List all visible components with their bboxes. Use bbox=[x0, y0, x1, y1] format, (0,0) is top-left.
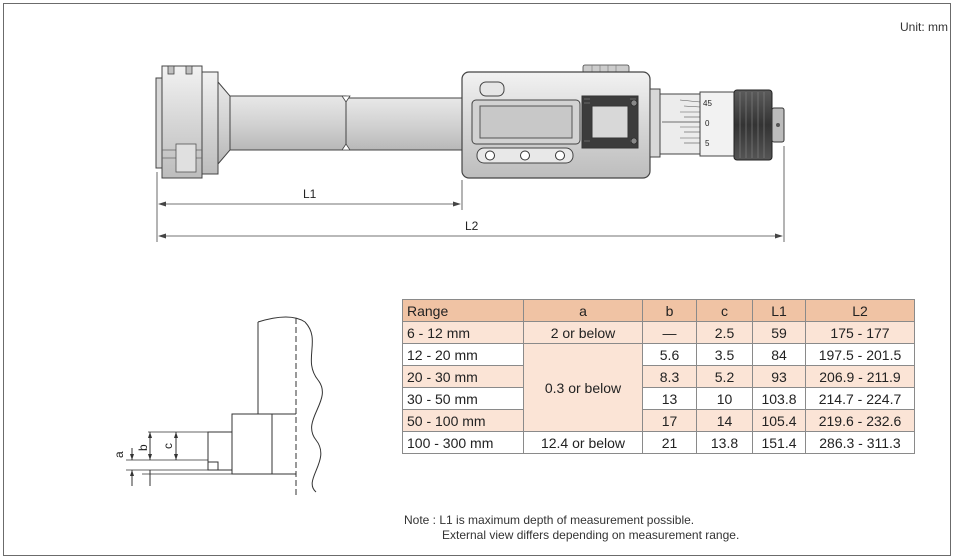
cell-l1: 93 bbox=[752, 365, 806, 388]
cell-b: — bbox=[642, 321, 697, 344]
cell-a: 0.3 or below bbox=[523, 343, 643, 432]
cell-c: 13.8 bbox=[696, 431, 753, 454]
spec-table: Range a b c L1 L2 6 - 12 mm 2 or below —… bbox=[402, 299, 915, 454]
note-line: External view differs depending on measu… bbox=[442, 528, 740, 542]
cell-c: 5.2 bbox=[696, 365, 753, 388]
dimension-l1: L1 bbox=[156, 172, 463, 242]
detail-label-a: a bbox=[112, 451, 126, 458]
column-header-l2: L2 bbox=[805, 299, 915, 322]
cell-b: 21 bbox=[642, 431, 697, 454]
cell-range: 100 - 300 mm bbox=[402, 431, 524, 454]
cell-range: 20 - 30 mm bbox=[402, 365, 524, 388]
column-header-a: a bbox=[523, 299, 643, 322]
dimension-label-l2: L2 bbox=[465, 219, 479, 233]
detail-label-c: c bbox=[161, 443, 175, 449]
table-row: 30 - 50 mm 13 10 103.8 214.7 - 224.7 bbox=[402, 387, 915, 410]
cell-b: 17 bbox=[642, 409, 697, 432]
cell-l1: 151.4 bbox=[752, 431, 806, 454]
cell-range: 30 - 50 mm bbox=[402, 387, 524, 410]
table-header-row: Range a b c L1 L2 bbox=[402, 299, 915, 322]
digital-display-unit bbox=[461, 64, 651, 179]
extension-rod bbox=[229, 95, 463, 151]
cell-range: 6 - 12 mm bbox=[402, 321, 524, 344]
table-row: 6 - 12 mm 2 or below — 2.5 59 175 - 177 bbox=[402, 321, 915, 344]
note-line: Note : L1 is maximum depth of measuremen… bbox=[404, 513, 695, 527]
cell-l2: 175 - 177 bbox=[805, 321, 915, 344]
cell-l2: 214.7 - 224.7 bbox=[805, 387, 915, 410]
dimension-label-l1: L1 bbox=[303, 187, 317, 201]
cell-c: 14 bbox=[696, 409, 753, 432]
cell-range: 50 - 100 mm bbox=[402, 409, 524, 432]
cell-range: 12 - 20 mm bbox=[402, 343, 524, 366]
cell-l1: 59 bbox=[752, 321, 806, 344]
thimble: 45 0 5 bbox=[649, 88, 735, 158]
unit-label: Unit: mm bbox=[900, 20, 948, 34]
cell-l2: 197.5 - 201.5 bbox=[805, 343, 915, 366]
table-row: 50 - 100 mm 17 14 105.4 219.6 - 232.6 bbox=[402, 409, 915, 432]
cell-b: 8.3 bbox=[642, 365, 697, 388]
cell-l1: 103.8 bbox=[752, 387, 806, 410]
measuring-head bbox=[155, 65, 231, 179]
ratchet-stop bbox=[733, 89, 785, 161]
thimble-scale-label: 5 bbox=[705, 139, 710, 148]
table-row: 12 - 20 mm 0.3 or below 5.6 3.5 84 197.5… bbox=[402, 343, 915, 432]
cell-l2: 219.6 - 232.6 bbox=[805, 409, 915, 432]
cell-c: 10 bbox=[696, 387, 753, 410]
cell-c: 2.5 bbox=[696, 321, 753, 344]
cell-b: 5.6 bbox=[642, 343, 697, 366]
detail-label-b: b bbox=[136, 444, 150, 451]
column-header-c: c bbox=[696, 299, 753, 322]
cell-l1: 105.4 bbox=[752, 409, 806, 432]
cell-c: 3.5 bbox=[696, 343, 753, 366]
column-header-range: Range bbox=[402, 299, 524, 322]
cell-a: 2 or below bbox=[523, 321, 643, 344]
notes: Note : L1 is maximum depth of measuremen… bbox=[404, 513, 739, 543]
dimension-l2: L2 bbox=[158, 146, 785, 242]
cell-b: 13 bbox=[642, 387, 697, 410]
column-header-b: b bbox=[642, 299, 697, 322]
column-header-l1: L1 bbox=[752, 299, 806, 322]
cell-l1: 84 bbox=[752, 343, 806, 366]
thimble-scale-label: 0 bbox=[705, 119, 710, 128]
table-row: 20 - 30 mm 8.3 5.2 93 206.9 - 211.9 bbox=[402, 365, 915, 388]
bore-gauge-drawing: 45 0 5 L1 L2 bbox=[155, 64, 785, 242]
cell-l2: 286.3 - 311.3 bbox=[805, 431, 915, 454]
table-row: 100 - 300 mm 12.4 or below 21 13.8 151.4… bbox=[402, 431, 915, 454]
cell-a: 12.4 or below bbox=[523, 431, 643, 454]
cell-l2: 206.9 - 211.9 bbox=[805, 365, 915, 388]
thimble-scale-label: 45 bbox=[703, 99, 712, 108]
